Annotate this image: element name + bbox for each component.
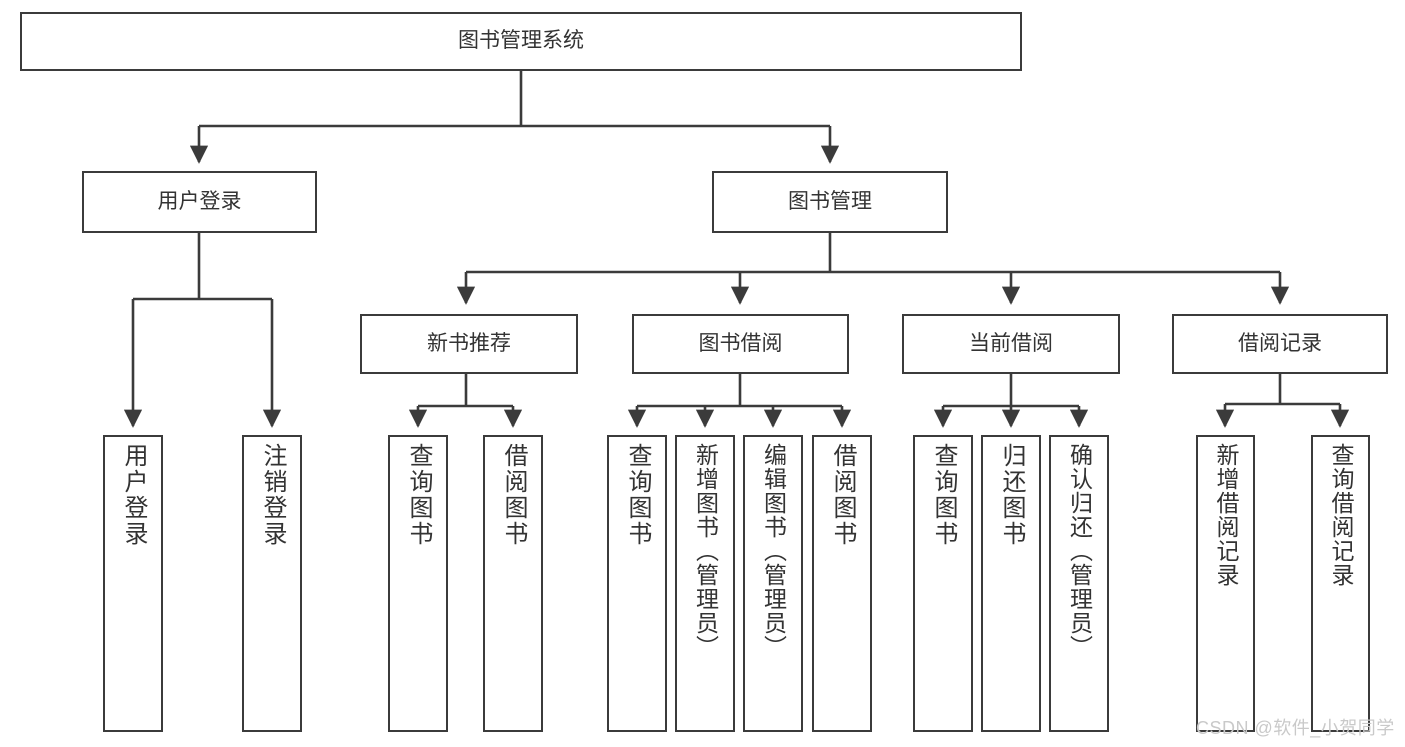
node-book-management[interactable]: 图书管理 bbox=[712, 171, 948, 233]
leaf-current-borrow-query-book[interactable]: 查询图书 bbox=[913, 435, 973, 732]
node-label: 查询图书 bbox=[405, 443, 432, 547]
node-label: 借阅记录 bbox=[1238, 331, 1322, 355]
node-label: 借阅图书 bbox=[500, 443, 527, 547]
node-current-borrow[interactable]: 当前借阅 bbox=[902, 314, 1120, 374]
node-label: 查询借阅记录 bbox=[1328, 443, 1354, 587]
node-new-book-recommend[interactable]: 新书推荐 bbox=[360, 314, 578, 374]
leaf-book-borrow-add-book-admin[interactable]: 新增图书（管理员） bbox=[675, 435, 735, 732]
node-label: 用户登录 bbox=[157, 189, 242, 213]
leaf-book-borrow-query-book[interactable]: 查询图书 bbox=[607, 435, 667, 732]
node-label: 查询图书 bbox=[624, 443, 651, 547]
leaf-user-login-login[interactable]: 用户登录 bbox=[103, 435, 163, 732]
leaf-new-book-borrow-book[interactable]: 借阅图书 bbox=[483, 435, 543, 732]
node-root-book-management-system[interactable]: 图书管理系统 bbox=[20, 12, 1022, 71]
node-book-borrow[interactable]: 图书借阅 bbox=[632, 314, 849, 374]
node-label: 编辑图书（管理员） bbox=[760, 443, 787, 659]
node-label: 查询图书 bbox=[930, 443, 957, 547]
node-label: 当前借阅 bbox=[969, 331, 1053, 355]
csdn-watermark: CSDN @软件_小贺同学 bbox=[1196, 718, 1395, 738]
leaf-user-login-logout[interactable]: 注销登录 bbox=[242, 435, 302, 732]
leaf-borrow-record-add-record[interactable]: 新增借阅记录 bbox=[1196, 435, 1255, 732]
node-label: 新书推荐 bbox=[427, 331, 511, 355]
node-label: 新增图书（管理员） bbox=[692, 443, 719, 659]
node-label: 图书管理 bbox=[788, 189, 872, 213]
node-label: 借阅图书 bbox=[829, 443, 856, 547]
leaf-book-borrow-edit-book-admin[interactable]: 编辑图书（管理员） bbox=[743, 435, 803, 732]
leaf-book-borrow-borrow-book[interactable]: 借阅图书 bbox=[812, 435, 872, 732]
leaf-borrow-record-query-record[interactable]: 查询借阅记录 bbox=[1311, 435, 1370, 732]
node-borrow-record[interactable]: 借阅记录 bbox=[1172, 314, 1388, 374]
leaf-new-book-query-book[interactable]: 查询图书 bbox=[388, 435, 448, 732]
node-user-login[interactable]: 用户登录 bbox=[82, 171, 317, 233]
node-label: 确认归还（管理员） bbox=[1066, 443, 1093, 659]
node-label: 用户登录 bbox=[120, 443, 147, 547]
node-label: 归还图书 bbox=[998, 443, 1025, 547]
node-label: 新增借阅记录 bbox=[1213, 443, 1239, 587]
leaf-current-borrow-confirm-return-admin[interactable]: 确认归还（管理员） bbox=[1049, 435, 1109, 732]
node-label: 图书管理系统 bbox=[458, 29, 584, 53]
leaf-current-borrow-return-book[interactable]: 归还图书 bbox=[981, 435, 1041, 732]
node-label: 图书借阅 bbox=[698, 331, 783, 355]
node-label: 注销登录 bbox=[259, 443, 286, 547]
